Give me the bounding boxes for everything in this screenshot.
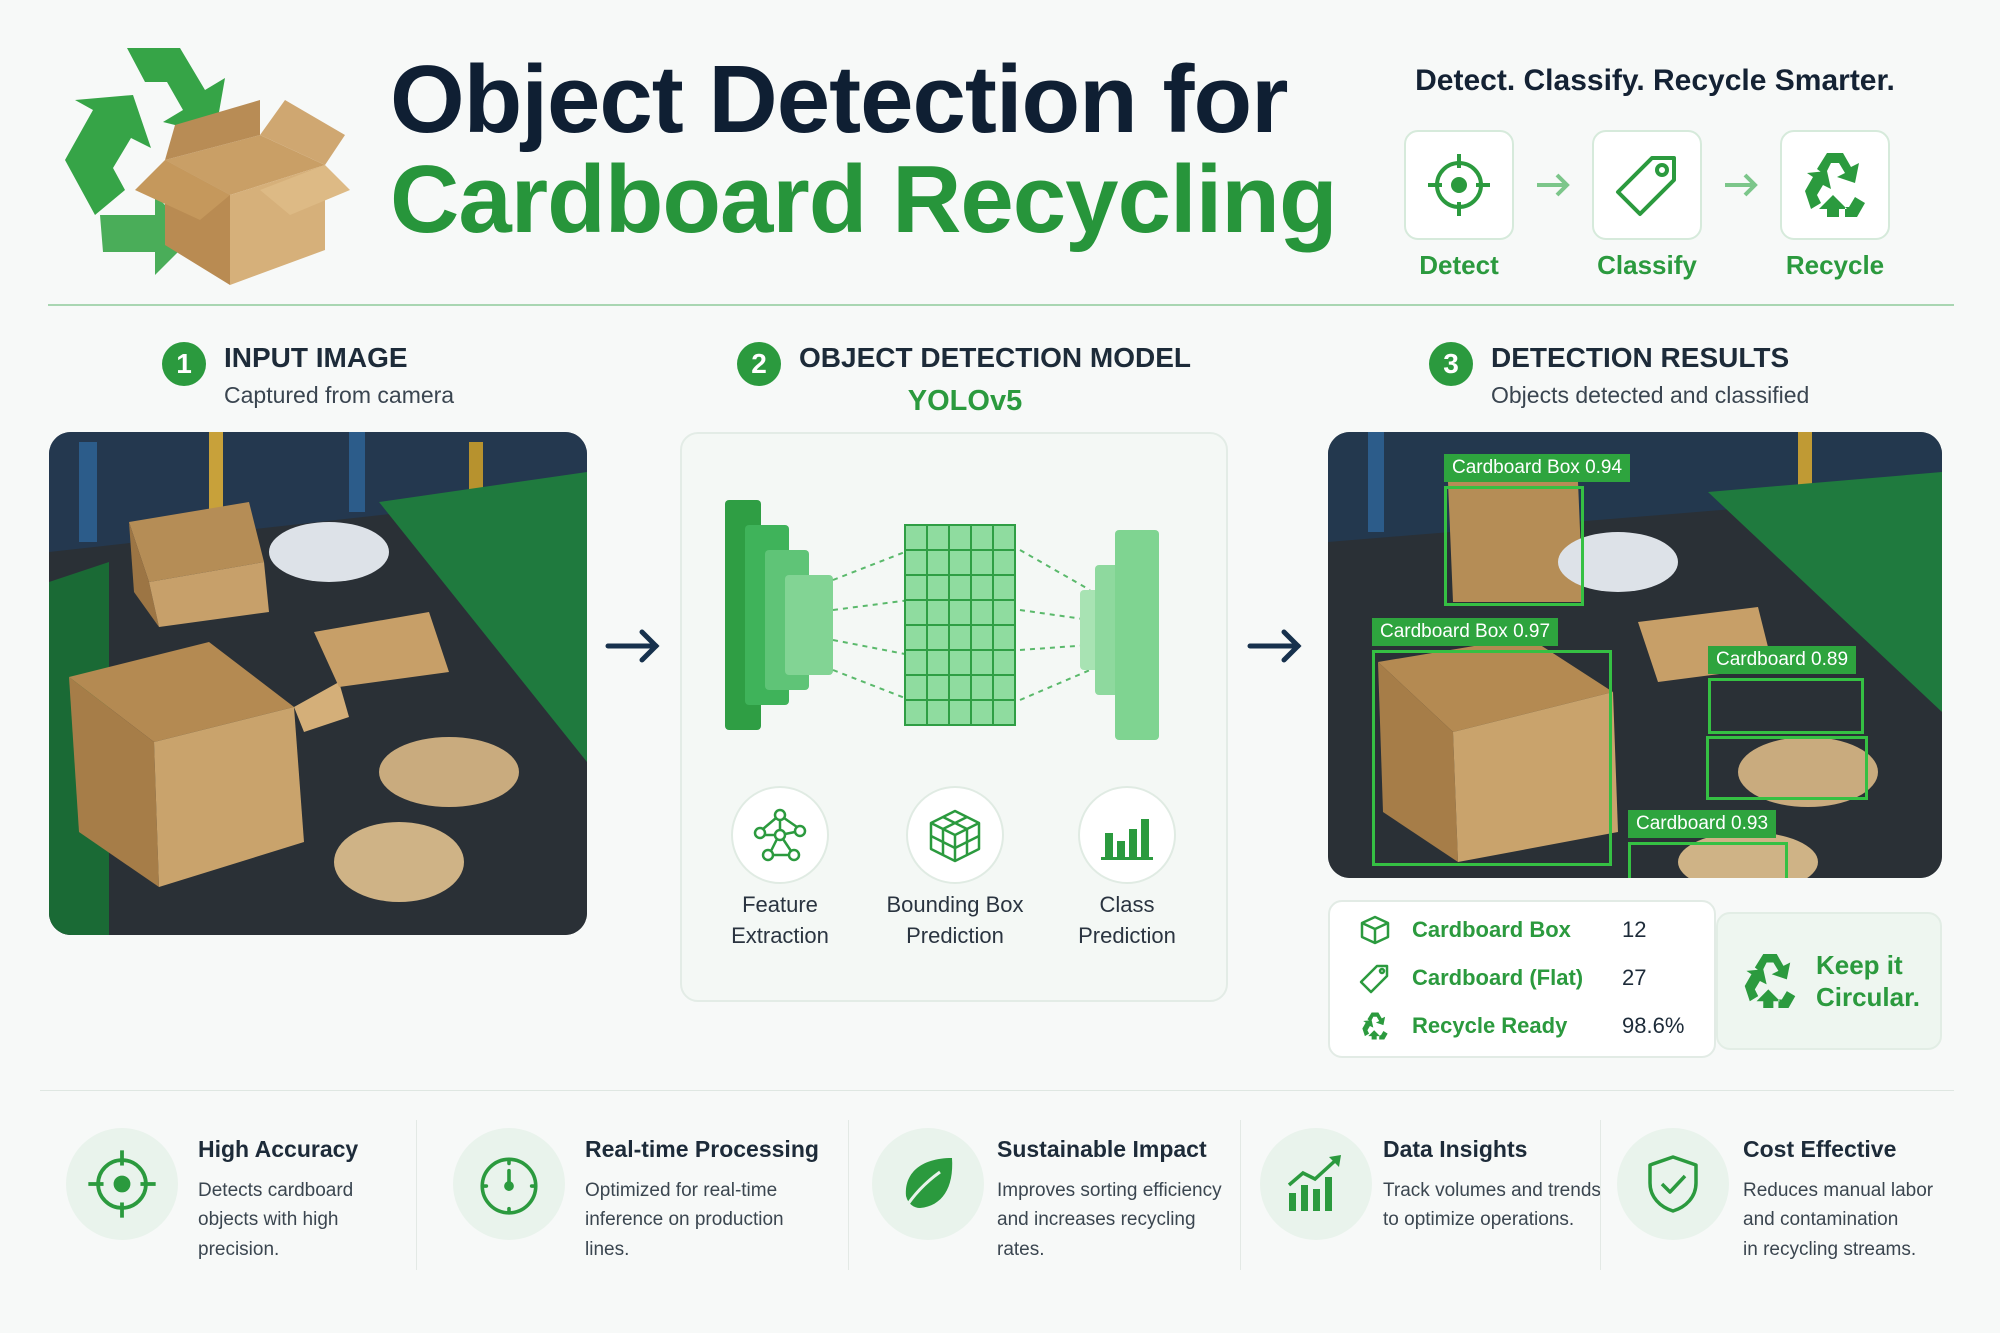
detection-label: Cardboard 0.89 (1708, 646, 1857, 674)
result-row-recycle-ready: Recycle Ready 98.6% (1358, 1006, 1698, 1046)
feature-title-cost: Cost Effective (1743, 1136, 1897, 1162)
feature-title-sustainable: Sustainable Impact (997, 1136, 1207, 1162)
step-label-detect: Detect (1419, 250, 1499, 280)
arrow-right-icon (1533, 165, 1573, 205)
circular-line2: Circular. (1815, 982, 1921, 1012)
step-label-recycle: Recycle (1785, 250, 1885, 280)
header-divider (48, 304, 1954, 306)
real-time-circle (453, 1128, 565, 1240)
page-title-line2: Cardboard Recycling (390, 146, 1338, 253)
recycle-box-logo (55, 40, 355, 290)
feature-title-realtime: Real-time Processing (585, 1136, 819, 1162)
section-subtitle-input: Captured from camera (224, 382, 455, 408)
network-architecture-illustration (720, 480, 1190, 750)
input-image (49, 432, 587, 935)
section-number-1: 1 (162, 342, 206, 386)
circular-line1: Keep it (1815, 949, 1903, 980)
arrow-right-icon (1246, 626, 1306, 666)
detection-box (1628, 842, 1788, 878)
tagline: Detect. Classify. Recycle Smarter. (1415, 64, 1895, 97)
feature-title-accuracy: High Accuracy (198, 1136, 359, 1162)
arrow-right-icon (604, 626, 664, 666)
feature-separator (1600, 1120, 1601, 1270)
features-divider (40, 1090, 1954, 1091)
keep-it-circular-badge: Keep it Circular. (1716, 912, 1942, 1050)
recycle-icon (1744, 954, 1796, 1008)
step-label-classify: Classify (1597, 250, 1697, 280)
box-icon (1358, 913, 1392, 947)
data-insights-circle (1260, 1128, 1372, 1240)
section-number-3: 3 (1429, 342, 1473, 386)
feature-extraction-circle (731, 786, 829, 884)
page-title-line1: Object Detection for (390, 46, 1288, 153)
result-row-cardboard-flat: Cardboard (Flat) 27 (1358, 958, 1698, 998)
section-subtitle-results: Objects detected and classified (1491, 382, 1810, 408)
section-title-model: OBJECT DETECTION MODEL (799, 342, 1192, 373)
classify-step-card (1592, 130, 1702, 240)
detection-label: Cardboard 0.93 (1628, 810, 1777, 838)
section-number-2: 2 (737, 342, 781, 386)
arrow-right-icon (1721, 165, 1761, 205)
sustainable-impact-circle (872, 1128, 984, 1240)
network-icon (753, 808, 807, 862)
detection-box (1372, 650, 1612, 866)
result-row-cardboard-box: Cardboard Box 12 (1358, 910, 1698, 950)
detection-box (1708, 678, 1864, 734)
tag-icon (1616, 156, 1676, 216)
model-name: YOLOv5 (907, 385, 1023, 417)
class-prediction-circle (1078, 786, 1176, 884)
results-summary (1328, 900, 1716, 1058)
section-title-input: INPUT IMAGE (224, 342, 408, 373)
crosshair-icon (1428, 154, 1490, 216)
high-accuracy-circle (66, 1128, 178, 1240)
recycle-icon (1805, 153, 1865, 217)
section-title-results: DETECTION RESULTS (1491, 342, 1790, 373)
timer-icon (480, 1157, 538, 1215)
shield-check-icon (1648, 1155, 1698, 1213)
detection-box (1706, 736, 1868, 800)
feature-separator (416, 1120, 417, 1270)
detection-label: Cardboard Box 0.94 (1444, 454, 1631, 482)
leaf-icon (902, 1158, 953, 1211)
feature-separator (1240, 1120, 1241, 1270)
feature-title-insights: Data Insights (1383, 1136, 1528, 1162)
recycle-step-card (1780, 130, 1890, 240)
detect-step-card (1404, 130, 1514, 240)
crosshair-icon (88, 1150, 156, 1218)
feature-separator (848, 1120, 849, 1270)
bar-chart-icon (1101, 819, 1153, 860)
bounding-box-prediction-circle (906, 786, 1004, 884)
recycle-icon (1358, 1009, 1392, 1043)
detection-label: Cardboard Box 0.97 (1372, 618, 1559, 646)
cost-effective-circle (1617, 1128, 1729, 1240)
cube-icon (929, 809, 981, 863)
trend-chart-icon (1287, 1155, 1341, 1211)
detection-results-image: Cardboard Box 0.94 Cardboard Box 0.97 Ca… (1328, 432, 1942, 878)
detection-box (1444, 486, 1584, 606)
tag-icon (1358, 961, 1392, 995)
